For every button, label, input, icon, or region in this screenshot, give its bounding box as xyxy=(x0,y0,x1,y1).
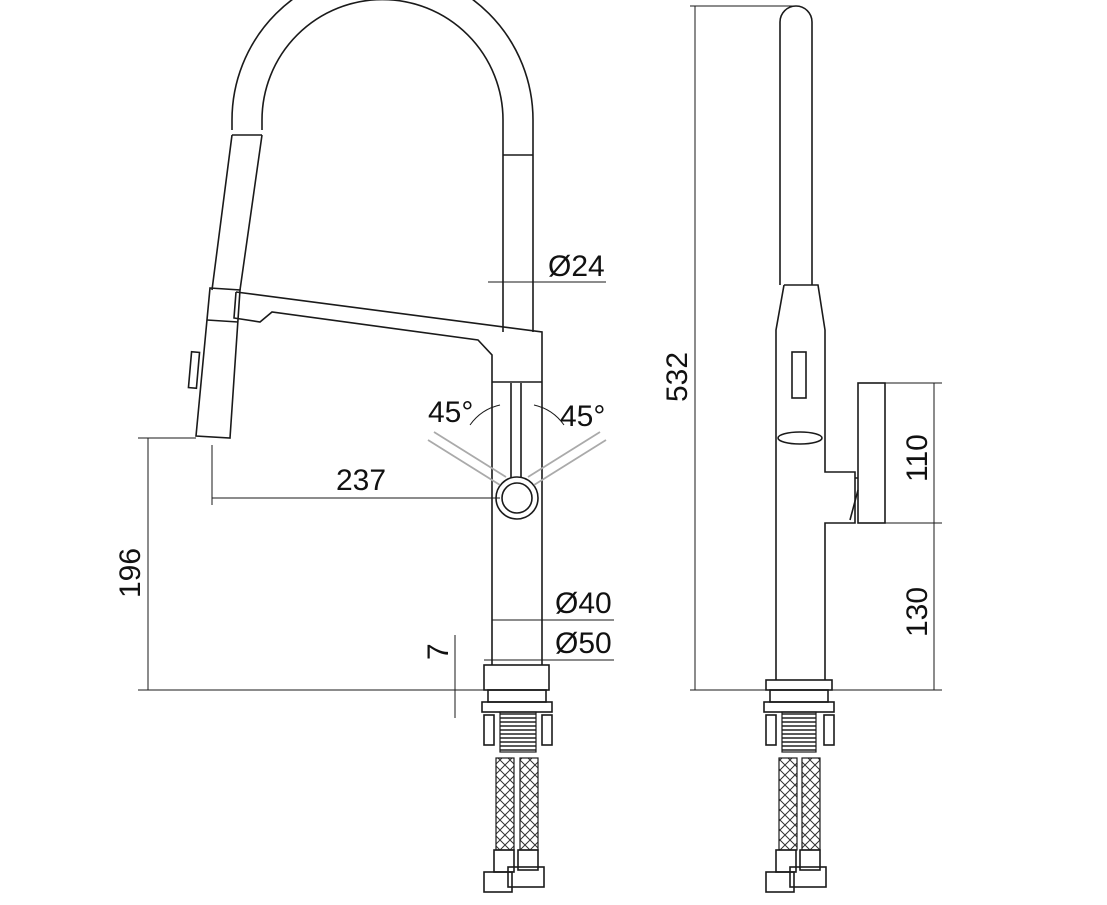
spout-inner xyxy=(261,0,504,332)
base-diameter-label: Ø50 xyxy=(555,627,612,660)
side-body xyxy=(775,284,856,680)
spout-outer xyxy=(231,0,534,332)
pull-down-hose xyxy=(211,134,263,291)
reach-label: 237 xyxy=(336,464,386,497)
front-view xyxy=(187,0,607,893)
angle-left-label: 45° xyxy=(428,396,473,429)
side-dimensions: 532 110 130 xyxy=(661,5,942,691)
handle-height-label: 110 xyxy=(901,434,934,482)
side-view xyxy=(763,5,886,893)
spray-head xyxy=(195,287,241,439)
angle-right-label: 45° xyxy=(560,400,605,433)
base-thickness-label: 7 xyxy=(422,643,455,660)
ghost-lever-left xyxy=(427,431,507,486)
total-height-label: 532 xyxy=(661,352,694,402)
handle-position-label: 130 xyxy=(901,587,934,637)
spout-height-label: 196 xyxy=(114,548,147,598)
body-diameter-label: Ø40 xyxy=(555,587,612,620)
side-handle xyxy=(857,382,886,524)
base xyxy=(483,664,550,691)
side-spout xyxy=(779,5,813,285)
front-dimensions: Ø24 45° 45° 237 196 Ø40 Ø50 7 xyxy=(114,250,614,718)
spout-arm xyxy=(233,291,543,665)
ghost-lever-right xyxy=(527,431,607,486)
lever-slot xyxy=(510,383,522,478)
spout-diameter-label: Ø24 xyxy=(548,250,605,283)
